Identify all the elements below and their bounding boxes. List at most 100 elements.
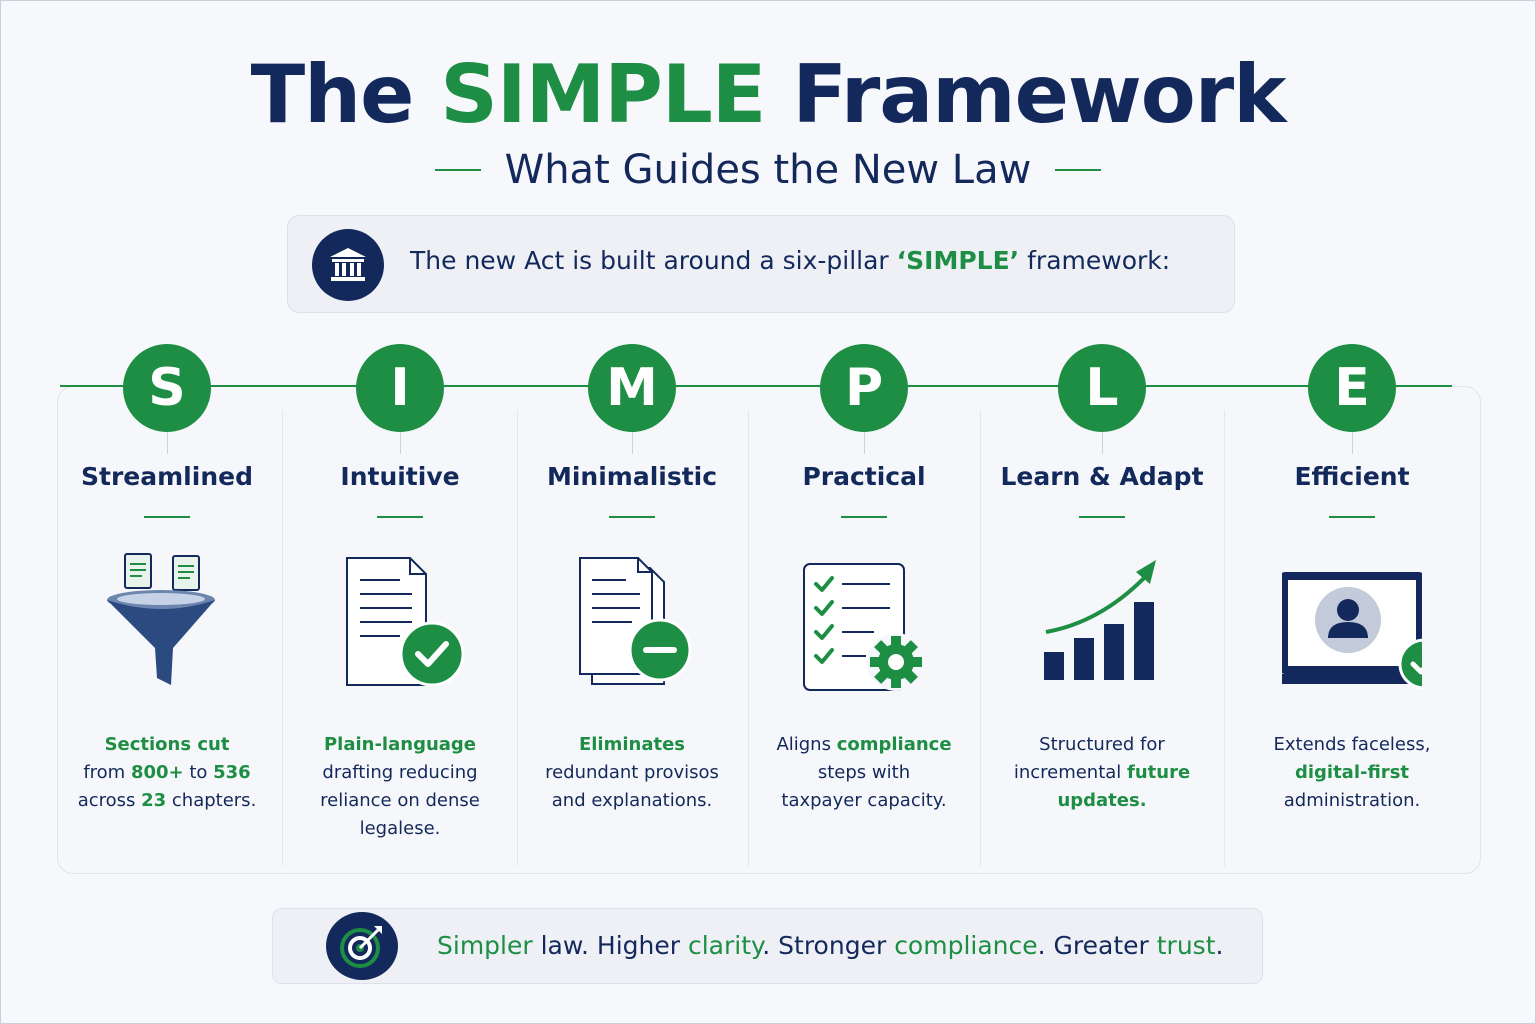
description-line: taxpayer capacity. (754, 787, 974, 815)
tagline-highlight: trust (1156, 931, 1216, 960)
pillar-letter: E (1308, 344, 1396, 432)
subtitle-row: What Guides the New Law (0, 145, 1536, 195)
intro-text-before: The new Act is built around a six-pillar (410, 246, 897, 275)
laptop-user-check-icon (1270, 540, 1450, 700)
pillar-letter: L (1058, 344, 1146, 432)
intro-text-after: framework: (1019, 246, 1171, 275)
description-line: from 800+ to 536 (57, 759, 277, 787)
highlight-text: 800+ (130, 762, 184, 783)
growth-chart-icon (1032, 540, 1172, 700)
title-part2: Framework (792, 48, 1286, 141)
highlight-text: Sections cut (104, 734, 230, 755)
subtitle-rule-right (1055, 169, 1102, 171)
pillar-description: Aligns compliance steps with taxpayer capa… (754, 731, 974, 815)
pillar-description: Eliminates redundant provisos and explanat… (522, 731, 742, 815)
description-text: from (83, 762, 131, 783)
pillar-divider (1224, 410, 1225, 866)
pillar-stem (631, 432, 633, 454)
subtitle: What Guides the New Law (504, 147, 1032, 193)
timeline-line (60, 385, 1452, 387)
pillar-underline (841, 516, 887, 518)
pillar-underline (377, 516, 423, 518)
description-line: reliance on dense (290, 787, 510, 815)
description-text: Extends faceless, (1273, 734, 1431, 755)
description-line: Plain-language (290, 731, 510, 759)
intro-banner: The new Act is built around a six-pillar… (287, 215, 1235, 313)
highlight-text: digital-first (1294, 762, 1410, 783)
highlight-text: 536 (213, 762, 251, 783)
title-highlight: SIMPLE (440, 48, 766, 141)
highlight-text: compliance (836, 734, 952, 755)
description-text: drafting reducing (322, 762, 478, 783)
description-text: redundant provisos (545, 762, 719, 783)
description-text: administration. (1283, 790, 1421, 811)
highlight-text: 23 (141, 790, 167, 811)
pillar-stem (399, 432, 401, 454)
description-text: and explanations. (551, 790, 713, 811)
pillar-description: Extends faceless, digital-first administra… (1242, 731, 1462, 815)
target-arrow-icon (326, 912, 398, 980)
pillars-panel (57, 386, 1481, 874)
pillar-stem (166, 432, 168, 454)
description-line: legalese. (290, 815, 510, 843)
description-line: administration. (1242, 787, 1462, 815)
description-text: Aligns (776, 734, 837, 755)
description-line: redundant provisos (522, 759, 742, 787)
highlight-text: future (1127, 762, 1191, 783)
document-check-icon (330, 540, 470, 700)
description-line: Structured for (992, 731, 1212, 759)
footer-tagline: Simpler law. Higher clarity. Stronger co… (437, 931, 1223, 960)
pillar-underline (609, 516, 655, 518)
description-line: Sections cut (57, 731, 277, 759)
tagline-text: law. Higher (532, 931, 688, 960)
tagline-highlight: Simpler (437, 931, 533, 960)
pillar-name: Minimalistic (546, 462, 718, 491)
highlight-text: Eliminates (578, 734, 686, 755)
pillar-name: Intuitive (340, 462, 460, 491)
pillar-letter: S (123, 344, 211, 432)
documents-minus-icon (562, 540, 702, 700)
pillar-divider (748, 410, 749, 866)
description-text: reliance on dense (320, 790, 480, 811)
description-text: taxpayer capacity. (781, 790, 947, 811)
description-text: to (183, 762, 214, 783)
pillar-underline (1079, 516, 1125, 518)
pillar-divider (282, 410, 283, 866)
pillar-letter: M (588, 344, 676, 432)
pillar-letter: I (356, 344, 444, 432)
description-line: incremental future (992, 759, 1212, 787)
description-line: steps with (754, 759, 974, 787)
description-line: and explanations. (522, 787, 742, 815)
pillar-stem (863, 432, 865, 454)
pillar-stem (1351, 432, 1353, 454)
pillar-divider (517, 410, 518, 866)
pillar-name: Learn & Adapt (1000, 462, 1204, 491)
checklist-gear-icon (794, 540, 934, 700)
tagline-text: . Stronger (762, 931, 895, 960)
pillar-name: Efficient (1294, 462, 1410, 491)
funnel-documents-icon (97, 540, 237, 700)
title-part1: The (250, 48, 415, 141)
description-text: across (77, 790, 142, 811)
description-text: Structured for (1039, 734, 1165, 755)
intro-text: The new Act is built around a six-pillar… (410, 246, 1170, 275)
pillar-underline (1329, 516, 1375, 518)
description-line: Eliminates (522, 731, 742, 759)
pillar-stem (1101, 432, 1103, 454)
description-line: updates. (992, 787, 1212, 815)
description-text: legalese. (359, 818, 441, 839)
pillar-description: Plain-language drafting reducing reliance … (290, 731, 510, 843)
description-text: steps with (817, 762, 911, 783)
tagline-text: . (1215, 931, 1224, 960)
description-line: digital-first (1242, 759, 1462, 787)
bank-building-icon (312, 229, 384, 301)
description-line: Aligns compliance (754, 731, 974, 759)
pillar-underline (144, 516, 190, 518)
tagline-text: . Greater (1037, 931, 1157, 960)
pillar-letter: P (820, 344, 908, 432)
pillar-name: Streamlined (81, 462, 253, 491)
pillar-divider (980, 410, 981, 866)
description-line: drafting reducing (290, 759, 510, 787)
